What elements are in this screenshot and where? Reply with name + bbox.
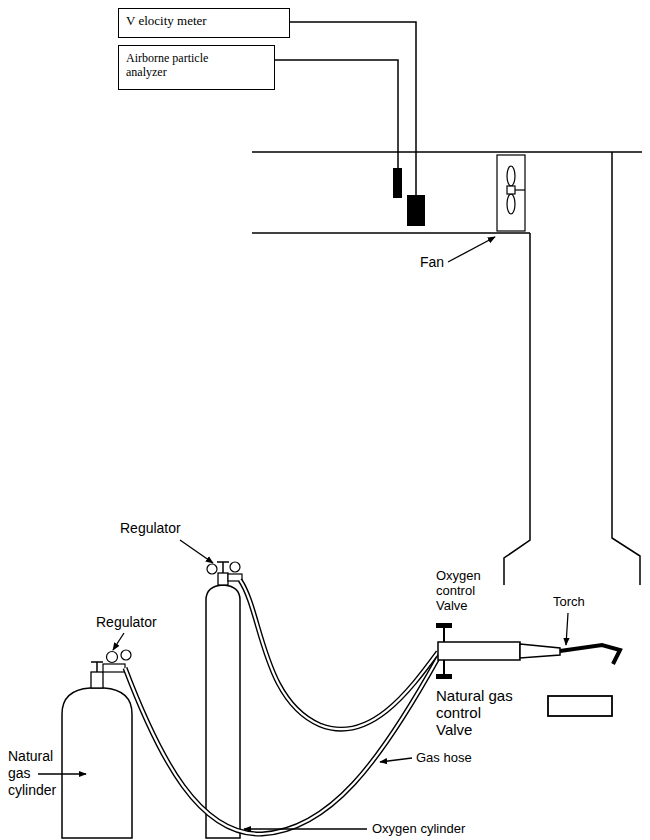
cylinder-valve bbox=[91, 672, 103, 688]
regulator-gauge bbox=[107, 652, 118, 663]
oxygen-cylinder bbox=[206, 585, 240, 838]
fan-shaft bbox=[515, 189, 525, 190]
gas-hose bbox=[125, 658, 438, 834]
natural-gas-cylinder bbox=[62, 688, 132, 838]
part-label: Natural gas cylinder bbox=[8, 748, 68, 799]
regulator-body bbox=[103, 664, 125, 672]
fan-hub bbox=[507, 186, 515, 194]
valve-stem bbox=[96, 662, 98, 672]
instrument-box: V elocity meter bbox=[118, 8, 290, 38]
gas-valve-knob bbox=[436, 674, 452, 679]
hood-wall bbox=[612, 152, 640, 585]
part-label: Oxygen control Valve bbox=[436, 568, 498, 613]
duct-wall bbox=[252, 232, 530, 234]
torch-handle bbox=[438, 642, 520, 660]
fan-blade bbox=[507, 166, 515, 186]
leader-arrow bbox=[380, 758, 412, 762]
duct-wall bbox=[252, 151, 642, 153]
velocity-probe bbox=[407, 195, 425, 226]
regulator-gauge bbox=[207, 564, 217, 574]
part-label: Oxygen cylinder bbox=[372, 821, 465, 837]
part-label: Fan bbox=[420, 254, 444, 271]
part-label: Regulator bbox=[96, 614, 157, 631]
workpiece bbox=[548, 696, 612, 716]
cylinder-valve bbox=[218, 573, 228, 585]
part-label: Gas hose bbox=[416, 750, 472, 766]
box-text: V elocity meter bbox=[126, 13, 207, 29]
part-label: Natural gas control Valve bbox=[436, 687, 520, 738]
oxygen-valve-stem bbox=[443, 628, 445, 642]
regulator-gauge bbox=[121, 650, 131, 660]
leader-arrow bbox=[38, 773, 86, 774]
regulator-body bbox=[228, 574, 242, 581]
part-label: Regulator bbox=[120, 520, 181, 537]
hood-wall bbox=[504, 233, 530, 585]
gas-hose-core bbox=[125, 658, 438, 834]
leader-arrow bbox=[244, 828, 367, 829]
torch-tip bbox=[560, 645, 620, 664]
part-label: Torch bbox=[553, 594, 585, 610]
regulator-gauge bbox=[230, 562, 240, 572]
box-text: Airborne particle analyzer bbox=[126, 51, 238, 79]
valve-handle bbox=[217, 561, 229, 563]
leader-arrow bbox=[113, 633, 124, 650]
instrument-box: Airborne particle analyzer bbox=[118, 45, 275, 90]
gas-valve-stem bbox=[443, 660, 445, 674]
leader-arrow bbox=[448, 237, 495, 262]
valve-stem bbox=[222, 562, 224, 573]
leader-arrow bbox=[566, 613, 568, 645]
torch-neck bbox=[520, 644, 560, 658]
oxygen-valve-knob bbox=[436, 623, 452, 628]
fan-housing bbox=[497, 155, 525, 231]
leader-arrow bbox=[180, 540, 213, 563]
particle-probe bbox=[393, 168, 402, 198]
valve-handle bbox=[91, 661, 103, 663]
fan-blade bbox=[507, 194, 515, 214]
